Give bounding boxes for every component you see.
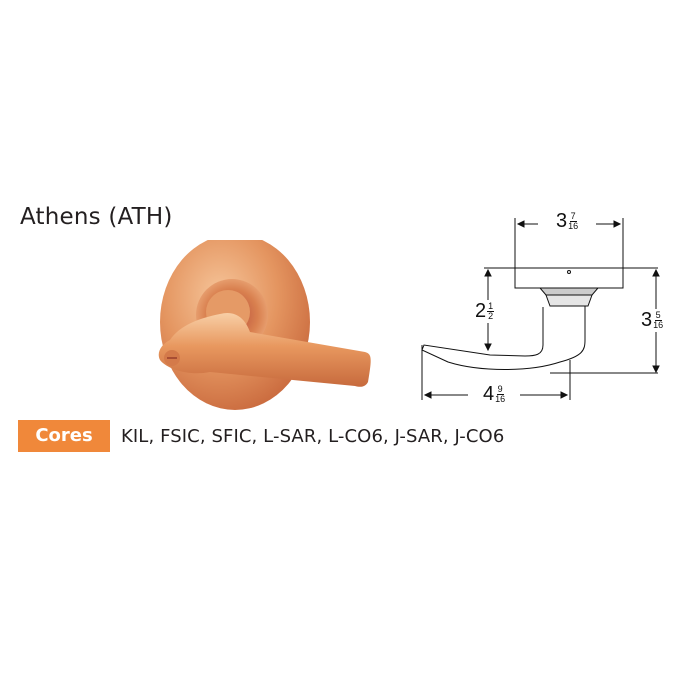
lever-product-photo <box>158 240 371 410</box>
dim-whole: 2 <box>475 300 487 322</box>
cores-list: KIL, FSIC, SFIC, L-SAR, L-CO6, J-SAR, J-… <box>121 425 505 447</box>
dim-denominator: 16 <box>653 320 664 330</box>
dim-denominator: 16 <box>568 221 579 231</box>
dim-denominator: 2 <box>488 311 494 321</box>
dim-numerator: 1 <box>487 301 495 312</box>
dim-whole: 3 <box>556 210 568 232</box>
dim-whole: 4 <box>483 383 495 405</box>
dim-numerator: 9 <box>496 384 504 395</box>
dim-numerator: 7 <box>569 211 577 222</box>
dim-denominator: 16 <box>495 394 506 404</box>
dimension-drawing <box>421 218 660 400</box>
cores-badge: Cores <box>18 420 110 452</box>
cores-row: Cores KIL, FSIC, SFIC, L-SAR, L-CO6, J-S… <box>18 420 504 452</box>
product-title: Athens (ATH) <box>20 204 173 230</box>
dim-whole: 3 <box>641 309 653 331</box>
dim-numerator: 5 <box>654 310 662 321</box>
